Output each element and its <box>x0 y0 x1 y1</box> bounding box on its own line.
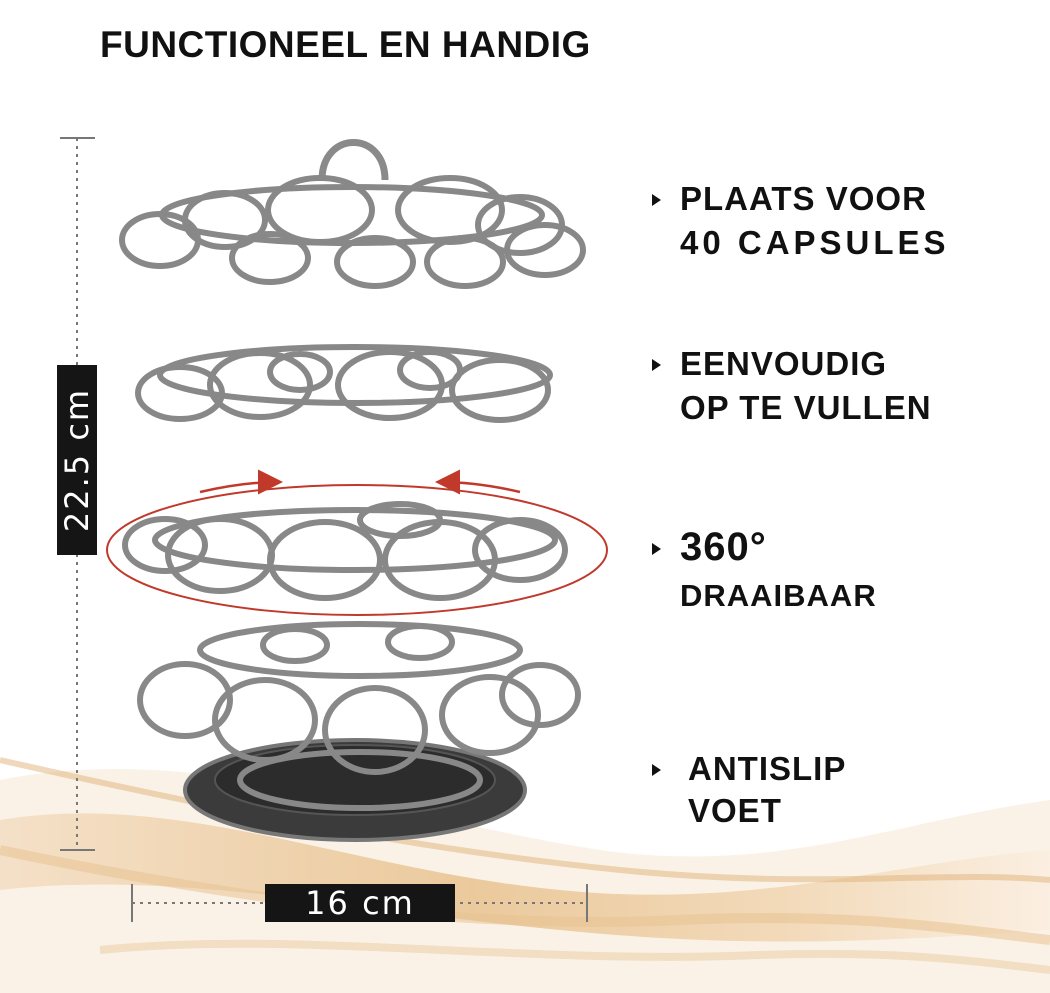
page-title: FUNCTIONEEL EN HANDIG <box>100 24 591 65</box>
triangle-bullet-icon <box>652 764 661 776</box>
triangle-bullet-icon <box>652 359 661 371</box>
width-dimension-label: 16 cm <box>305 884 415 922</box>
feature-line: PLAATS VOOR <box>680 180 927 217</box>
triangle-bullet-icon <box>652 543 661 555</box>
feature-line: VOET <box>688 792 782 829</box>
feature-line: 360° <box>680 525 767 569</box>
height-dimension-badge: 22.5 cm <box>57 365 97 555</box>
feature-line: DRAAIBAAR <box>680 578 877 613</box>
width-dimension-badge: 16 cm <box>265 884 455 922</box>
triangle-bullet-icon <box>652 194 661 206</box>
feature-line: ANTISLIP <box>688 750 847 787</box>
feature-line: 40 CAPSULES <box>680 224 950 261</box>
feature-line: OP TE VULLEN <box>680 389 932 426</box>
height-dimension-label: 22.5 cm <box>58 387 96 533</box>
feature-line: EENVOUDIG <box>680 345 888 382</box>
